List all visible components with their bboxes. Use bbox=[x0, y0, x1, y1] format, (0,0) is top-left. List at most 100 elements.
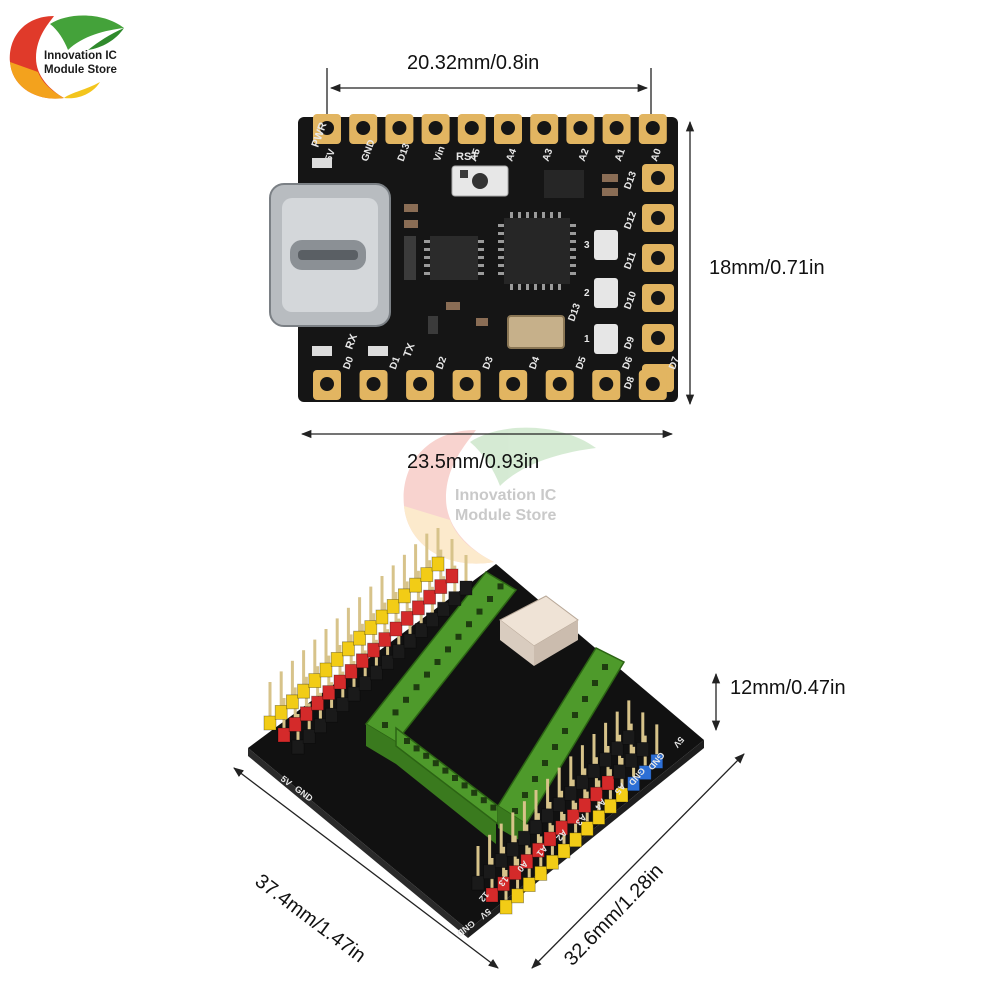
rx-label: RX bbox=[344, 332, 361, 351]
pin-housing bbox=[325, 707, 338, 723]
pin-housing bbox=[615, 787, 629, 803]
pin-housing bbox=[333, 674, 347, 690]
pin-housing bbox=[367, 642, 381, 658]
pin-label-bottom-d3: D3 bbox=[481, 355, 496, 371]
pin-housing bbox=[506, 841, 520, 857]
pin-housing bbox=[389, 621, 403, 637]
header-pin bbox=[402, 554, 406, 589]
watermark-text-line2: Module Store bbox=[455, 507, 557, 524]
pin-housing bbox=[286, 694, 299, 710]
tx-label: TX bbox=[402, 341, 418, 359]
pin-housing bbox=[564, 785, 578, 801]
pin-housing bbox=[364, 620, 378, 635]
header-pin bbox=[335, 618, 339, 653]
pin-housing bbox=[636, 741, 650, 757]
pin-label-bottom-d7: D7 bbox=[667, 355, 682, 371]
pin-housing bbox=[471, 875, 485, 891]
header-pin bbox=[324, 629, 328, 663]
pin-housing bbox=[277, 727, 291, 743]
male-header-pins-left bbox=[263, 528, 473, 755]
header-pin bbox=[580, 745, 584, 776]
pin-housing bbox=[409, 577, 423, 593]
pin-housing bbox=[555, 820, 569, 836]
header-pin bbox=[488, 834, 492, 865]
pin-label-a4: A4 bbox=[504, 147, 519, 163]
header-hole bbox=[392, 709, 399, 716]
header-pin bbox=[302, 650, 306, 685]
tx-led bbox=[368, 346, 388, 356]
header-pin bbox=[546, 778, 550, 809]
led-2-label: 2 bbox=[584, 288, 590, 299]
shield-label-right-12: 12 bbox=[477, 890, 491, 904]
pin-housing bbox=[545, 854, 559, 870]
rst-label: RST bbox=[456, 151, 478, 163]
pin-housing bbox=[342, 641, 355, 657]
rx-led bbox=[312, 346, 332, 356]
pin-housing bbox=[624, 753, 638, 769]
pin-housing bbox=[322, 685, 336, 701]
watermark-leaf-icon bbox=[403, 427, 596, 564]
header-pin bbox=[380, 576, 384, 610]
pin-housing bbox=[520, 853, 534, 869]
pin-housing bbox=[622, 729, 636, 745]
pin-housing bbox=[381, 654, 395, 670]
pin-housing bbox=[459, 580, 473, 596]
pin-housing bbox=[599, 752, 613, 768]
header-hole bbox=[592, 680, 598, 686]
header-hole bbox=[403, 696, 409, 703]
pin-housing bbox=[434, 579, 448, 594]
pin-housing bbox=[592, 809, 606, 825]
header-pin bbox=[627, 700, 631, 731]
pin-label-right-d8: D8 bbox=[622, 375, 637, 391]
regulator-chip bbox=[544, 170, 584, 198]
led-3-label: 3 bbox=[584, 240, 590, 251]
pin-housing bbox=[508, 865, 522, 881]
header-hole bbox=[434, 659, 441, 665]
header-pin bbox=[604, 722, 608, 753]
header-pin bbox=[592, 734, 596, 764]
pin-housing bbox=[403, 633, 417, 649]
header-hole bbox=[532, 776, 538, 782]
pin-housing bbox=[336, 697, 350, 713]
pin-label-bottom-d4: D4 bbox=[528, 355, 543, 371]
header-pin bbox=[358, 597, 362, 632]
header-hole bbox=[413, 684, 420, 691]
pin-housing bbox=[358, 675, 372, 691]
pin-housing bbox=[319, 662, 333, 678]
pin-housing bbox=[499, 899, 513, 915]
pin-housing bbox=[420, 567, 434, 582]
header-hole bbox=[562, 728, 568, 734]
shield-label-right-13: 13 bbox=[497, 874, 511, 888]
pin-label-right-d9: D9 bbox=[622, 335, 637, 351]
header-pin bbox=[279, 671, 283, 706]
pin-label-bottom-d1: D1 bbox=[388, 355, 403, 371]
pin-housing bbox=[397, 588, 411, 604]
header-hole bbox=[602, 664, 608, 670]
header-hole bbox=[404, 738, 410, 744]
header-pin bbox=[391, 565, 395, 600]
shield-right-arrow bbox=[531, 753, 745, 969]
pin-housing bbox=[411, 600, 425, 616]
pwr-led bbox=[312, 158, 332, 168]
header-pin bbox=[615, 711, 619, 742]
pin-housing bbox=[297, 683, 310, 699]
header-hole bbox=[497, 583, 504, 590]
header-pin bbox=[534, 790, 538, 820]
pin-label-bottom-d0: D0 bbox=[341, 355, 356, 371]
pin-housing bbox=[603, 798, 617, 814]
pin-housing bbox=[522, 877, 536, 893]
pin-housing bbox=[400, 611, 414, 626]
pin-housing bbox=[610, 741, 624, 757]
pin-label-bottom-d6: D6 bbox=[621, 355, 636, 371]
pin-housing bbox=[580, 821, 594, 837]
logo-text-line1: Innovation IC bbox=[44, 50, 117, 62]
pin-housing bbox=[543, 831, 557, 847]
pin-label-a0: A0 bbox=[649, 147, 664, 163]
mcu-chip bbox=[504, 218, 570, 284]
pin-housing bbox=[414, 623, 428, 638]
pin-housing bbox=[497, 876, 511, 892]
header-pin bbox=[464, 555, 468, 581]
header-pin bbox=[290, 660, 294, 695]
